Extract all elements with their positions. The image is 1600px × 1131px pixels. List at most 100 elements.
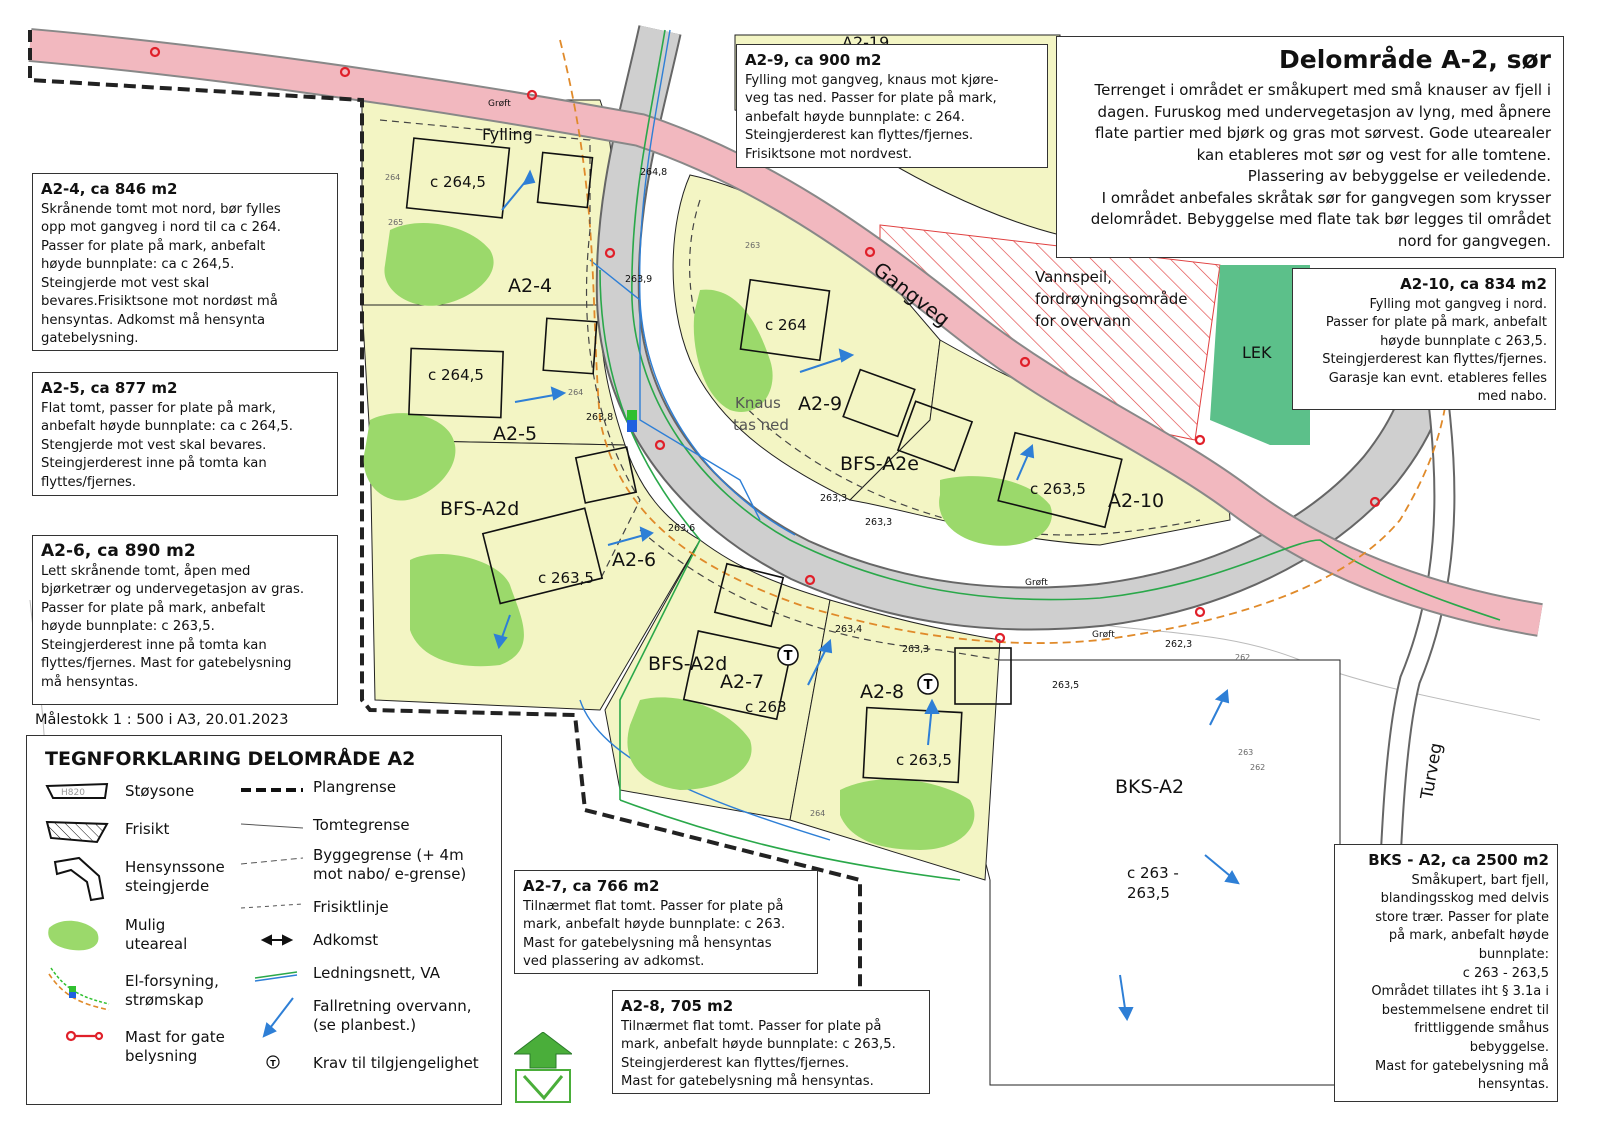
lot-line: Steingjerderest inne på tomta kan <box>41 637 267 653</box>
legend-label: Ledningsnett, VA <box>313 964 440 982</box>
contour-label: 265 <box>388 218 403 227</box>
house-level-label: c 263,5 <box>896 751 952 769</box>
description-line: Terrenget i området er småkupert med små… <box>1094 81 1551 99</box>
legend-label: Plangrense <box>313 778 397 796</box>
play-area-label: LEK <box>1242 343 1272 362</box>
house-level-label: c 264,5 <box>430 173 486 191</box>
lot-line: Tilnærmet flat tomt. Passer for plate på <box>621 1018 882 1034</box>
outdoor-area-icon <box>48 920 99 951</box>
elevation-label: 263,3 <box>820 493 847 504</box>
lot-line: Steingjerderest kan flyttes/fjernes. <box>745 128 974 143</box>
contour-label: 262 <box>1235 653 1250 662</box>
svg-text:T: T <box>270 1059 276 1068</box>
elevation-label: 263,3 <box>902 644 929 655</box>
legend-label: Mast for gate belysning <box>125 1028 225 1065</box>
lot-line: bunnplate: <box>1478 946 1549 962</box>
description-line: kan etableres mot sør og vest for alle t… <box>1196 145 1551 164</box>
knoll-label: Knaus <box>735 394 781 412</box>
lot-line: Småkupert, bart fjell, <box>1411 872 1549 888</box>
ditch-label: Grøft <box>488 99 511 109</box>
building-lines <box>379 119 1201 661</box>
ditch-label: Grøft <box>1025 578 1048 588</box>
power-supply-icon <box>48 967 110 1011</box>
stone-wall-zone-icon <box>53 856 105 902</box>
lot-heading: BKS - A2, ca 2500 m2 <box>1368 851 1549 869</box>
elevation-label: 263,9 <box>625 274 652 285</box>
area-label-bks-a2: BKS-A2 <box>1115 776 1184 798</box>
lot-box-a2-4: A2-4, ca 846 m2 Skrånende tomt mot nord,… <box>32 173 338 351</box>
legend-label: Krav til tilgjengelighet <box>313 1054 479 1072</box>
lot-line: Tilnærmet flat tomt. Passer for plate på <box>523 898 784 914</box>
lot-line: mark, anbefalt høyde bunnplate: c 263,5. <box>621 1037 896 1052</box>
lot-line: bebyggelse. <box>1469 1039 1549 1055</box>
elevation-label: 262,3 <box>1165 639 1192 650</box>
house-level-label: c 264 <box>765 316 807 334</box>
lot-box-a2-8: A2-8, 705 m2 Tilnærmet flat tomt. Passer… <box>612 990 930 1094</box>
description-line: Plassering av bebyggelse er veiledende. <box>1247 167 1551 185</box>
level-labels: c 264,5 c 264,5 c 263,5 c 264 c 263,5 c … <box>428 173 1179 902</box>
lot-line: Passer for plate på mark, anbefalt <box>41 600 266 616</box>
lot-line: hensyntas. <box>1477 1077 1549 1093</box>
contour-label: 264 <box>810 809 825 818</box>
lot-line: høyde bunnplate: ca c 264,5. <box>41 257 235 272</box>
legend-label: Fallretning overvann, (se planbest.) <box>313 997 472 1034</box>
plan-boundary-line <box>28 30 862 1080</box>
noise-zone-icon: H820 <box>45 782 109 799</box>
lot-label-a2-4: A2-4 <box>508 275 552 297</box>
lot-label-a2-8: A2-8 <box>860 681 904 703</box>
lot-line: må hensyntas. <box>41 674 139 690</box>
lot-box-a2-7: A2-7, ca 766 m2 Tilnærmet flat tomt. Pas… <box>514 870 818 974</box>
page-title: Delområde A-2, sør <box>1279 45 1551 74</box>
legend-label: Tomtegrense <box>313 816 410 834</box>
lot-line: bestemmelsene endret til <box>1381 1002 1549 1018</box>
lot-line: Flat tomt, passer for plate på mark, <box>41 400 276 416</box>
access-arrow-icon <box>260 934 294 946</box>
lot-heading: A2-8, 705 m2 <box>621 997 734 1015</box>
lot-line: på mark, anbefalt høyde <box>1388 928 1549 944</box>
house-footprints <box>405 137 1123 784</box>
north-arrow <box>514 1032 572 1103</box>
area-label-bfs-a2e: BFS-A2e <box>840 453 919 475</box>
street-light-masts <box>149 46 1381 644</box>
contour-label: 263 <box>1238 748 1253 757</box>
legend-label: Byggegrense (+ 4m mot nabo/ e-grense) <box>313 846 467 883</box>
area-label-bfs-a2d: BFS-A2d <box>440 498 519 520</box>
lot-line: med nabo. <box>1477 389 1547 404</box>
lot-line: store trær. Passer for plate <box>1375 909 1549 925</box>
description-line: delområdet. Bebyggelse med flate tak bør… <box>1090 210 1551 228</box>
lot-line: veg tas ned. Passer for plate på mark, <box>745 91 997 106</box>
lot-line: gatebelysning. <box>41 331 139 346</box>
legend-label: Frisikt <box>125 820 170 838</box>
lot-label-a2-7: A2-7 <box>720 671 764 693</box>
outdoor-areas <box>363 222 1052 850</box>
drain-arrows <box>493 169 1240 1022</box>
lot-line: Garasje kan evnt. etableres felles <box>1328 370 1547 386</box>
lot-line: Frisiktsone mot nordvest. <box>745 146 913 162</box>
contour-label: 264 <box>385 173 400 182</box>
sight-line-icon <box>240 903 304 909</box>
lot-heading: A2-9, ca 900 m2 <box>745 51 882 69</box>
description-line: flate partier med bjørk og gras mot sørv… <box>1094 124 1551 142</box>
lot-box-a2-10: A2-10, ca 834 m2 Fylling mot gangveg i n… <box>1292 268 1556 410</box>
lot-line: anbefalt høyde bunnplate: ca c 264,5. <box>41 419 293 434</box>
legend-label: Støysone <box>125 782 195 800</box>
lot-line: Steingjerderest kan flyttes/fjernes. <box>1322 352 1547 367</box>
sight-zone-icon <box>45 820 109 844</box>
lot-box-a2-6: A2-6, ca 890 m2 Lett skrånende tomt, åpe… <box>32 535 338 705</box>
lot-line: Steingjerde mot vest skal <box>41 275 210 291</box>
lot-line: flyttes/fjernes. Mast for gatebelysning <box>41 656 292 671</box>
description-line: I området anbefales skråtak sør for gang… <box>1101 188 1551 207</box>
elevation-labels: 264,8 263,9 263,8 263,6 263,3 263,3 263,… <box>586 167 1192 691</box>
house-level-label: c 263 <box>745 698 787 716</box>
lot-line: Steingjerderest inne på tomta kan <box>41 456 267 471</box>
accessibility-legend-icon: T <box>266 1055 280 1069</box>
lot-boundary-icon <box>240 823 304 829</box>
legend-label: Adkomst <box>313 931 379 949</box>
lot-line: bevares.Frisiktsone mot nordøst må <box>41 294 278 309</box>
water-area-label: fordrøyningsområde <box>1035 290 1188 308</box>
lot-label-a2-9: A2-9 <box>798 393 842 415</box>
knoll-label: tas ned <box>733 416 789 434</box>
legend: TEGNFORKLARING DELOMRÅDE A2 H820 <box>26 735 502 1105</box>
lot-line: Fylling mot gangveg i nord. <box>1369 296 1547 312</box>
